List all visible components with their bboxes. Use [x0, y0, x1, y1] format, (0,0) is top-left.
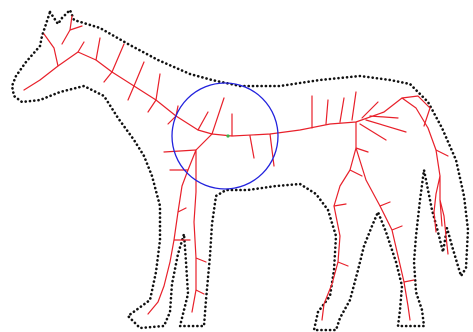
skeleton-branch — [196, 290, 204, 294]
skeleton-branch — [360, 124, 386, 140]
skeleton-branch — [380, 202, 390, 206]
body-circle — [172, 83, 278, 189]
skeleton-branch — [366, 120, 406, 132]
skeleton-branch — [128, 86, 134, 100]
skeleton-branch — [156, 74, 160, 100]
skeleton-branch — [322, 122, 356, 320]
skeleton-branch — [334, 204, 346, 206]
skeleton-branch — [356, 148, 368, 152]
skeleton-branch — [134, 62, 144, 86]
horse-outline-dotted — [12, 10, 468, 330]
skeleton-branch — [212, 98, 224, 134]
skeleton-branch — [402, 96, 430, 108]
skeleton-branch — [404, 280, 414, 282]
skeleton-branch — [356, 148, 410, 320]
skeleton-branch — [392, 226, 402, 230]
skeleton-branch — [370, 116, 398, 118]
skeleton-branch — [340, 98, 344, 122]
skeleton-branch — [104, 72, 112, 82]
skeleton-branch — [198, 112, 208, 130]
skeleton-branch — [250, 136, 254, 158]
skeleton-branch — [112, 44, 124, 72]
skeleton-branch — [24, 52, 442, 226]
skeleton-branch — [44, 34, 58, 66]
skeleton-branch — [70, 26, 82, 30]
skeleton-branch — [196, 258, 206, 262]
skeleton-branch — [338, 262, 348, 266]
horse-skeleton-lines — [24, 16, 448, 320]
skeleton-branch — [424, 108, 430, 126]
skeleton-branch — [434, 176, 440, 232]
skeleton-branch — [148, 134, 212, 314]
skeleton-branch — [164, 150, 196, 152]
skeleton-branch — [78, 42, 84, 52]
skeleton-branch — [326, 100, 328, 124]
skeleton-branch — [192, 150, 196, 312]
skeleton-branch — [178, 208, 186, 212]
skeleton-branch — [96, 38, 100, 60]
skeleton-branch — [148, 100, 156, 112]
skeleton-branch — [352, 92, 356, 120]
skeleton-branch — [436, 150, 448, 156]
junction-marker — [226, 134, 229, 137]
skeleton-branch — [350, 170, 362, 176]
